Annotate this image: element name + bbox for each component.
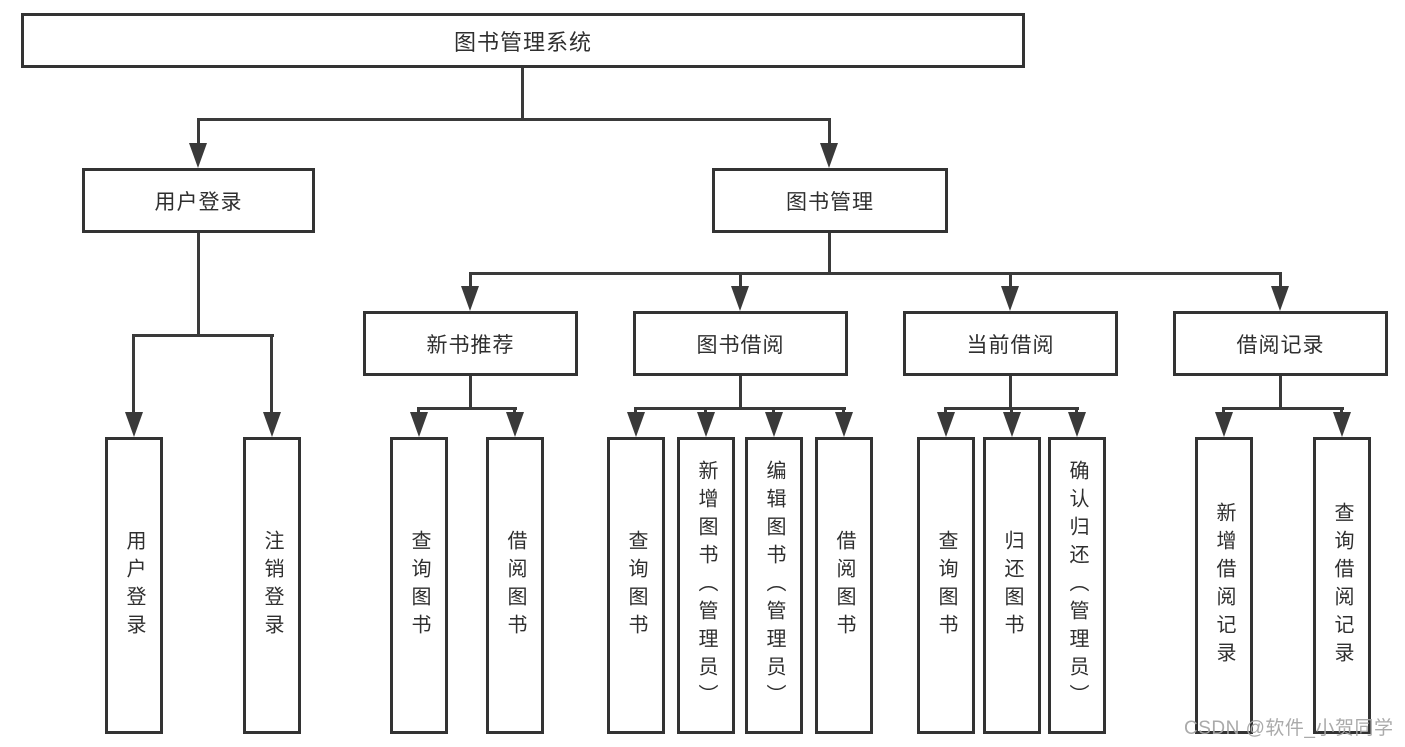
node-label: 图书管理系统 xyxy=(453,29,592,55)
connector-vline xyxy=(1075,407,1078,415)
connector-vline xyxy=(1010,407,1013,415)
connector-vline xyxy=(132,334,135,414)
connector-vline xyxy=(417,407,420,415)
arrowhead-down-icon xyxy=(937,412,955,437)
connector-vline xyxy=(521,66,524,121)
arrowhead-down-icon xyxy=(1003,412,1021,437)
connector-hline xyxy=(634,407,846,410)
node-recommend-borrow-books: 借阅图书 xyxy=(486,437,544,734)
connector-vline xyxy=(1009,374,1012,410)
arrowhead-down-icon xyxy=(835,412,853,437)
connector-vline xyxy=(1279,374,1282,410)
node-borrowing-query-books: 查询图书 xyxy=(607,437,665,734)
arrowhead-down-icon xyxy=(461,286,479,311)
arrowhead-down-icon xyxy=(506,412,524,437)
connector-vline xyxy=(704,407,707,415)
node-recommend-query-books: 查询图书 xyxy=(390,437,448,734)
node-book-borrowing: 图书借阅 xyxy=(633,311,848,376)
arrowhead-down-icon xyxy=(731,286,749,311)
node-label: 图书借阅 xyxy=(696,333,785,357)
node-label: 借阅图书 xyxy=(504,529,526,642)
arrowhead-down-icon xyxy=(1215,412,1233,437)
arrowhead-down-icon xyxy=(765,412,783,437)
node-label: 归还图书 xyxy=(1001,529,1023,642)
node-label: 注销登录 xyxy=(261,529,283,642)
connector-vline xyxy=(1009,272,1012,289)
arrowhead-down-icon xyxy=(410,412,428,437)
arrowhead-down-icon xyxy=(263,412,281,437)
node-edit-books-admin: 编辑图书（管理员） xyxy=(745,437,803,734)
node-label: 图书管理 xyxy=(786,190,874,214)
node-user-login-action: 用户登录 xyxy=(105,437,163,734)
connector-vline xyxy=(1222,407,1225,415)
connector-vline xyxy=(469,272,472,289)
node-label: 当前借阅 xyxy=(966,333,1055,357)
node-label: 借阅记录 xyxy=(1236,333,1325,357)
node-add-books-admin: 新增图书（管理员） xyxy=(677,437,735,734)
connector-vline xyxy=(270,334,273,414)
node-label: 查询图书 xyxy=(625,529,647,642)
node-label: 查询借阅记录 xyxy=(1331,501,1353,670)
connector-vline xyxy=(1340,407,1343,415)
connector-vline xyxy=(634,407,637,415)
node-label: 新增图书（管理员） xyxy=(695,459,717,712)
node-current-borrowing: 当前借阅 xyxy=(903,311,1118,376)
connector-hline xyxy=(469,272,1281,275)
connector-vline xyxy=(944,407,947,415)
node-user-login: 用户登录 xyxy=(82,168,315,233)
node-query-borrow-record: 查询借阅记录 xyxy=(1313,437,1371,734)
connector-vline xyxy=(828,231,831,275)
connector-vline xyxy=(197,231,200,337)
connector-vline xyxy=(828,118,831,146)
node-current-query-books: 查询图书 xyxy=(917,437,975,734)
node-label: 编辑图书（管理员） xyxy=(763,459,785,712)
arrowhead-down-icon xyxy=(627,412,645,437)
node-new-book-recommend: 新书推荐 xyxy=(363,311,578,376)
node-label: 新书推荐 xyxy=(426,333,515,357)
arrowhead-down-icon xyxy=(820,143,838,168)
node-label: 查询图书 xyxy=(408,529,430,642)
node-label: 借阅图书 xyxy=(833,529,855,642)
connector-vline xyxy=(1279,272,1282,289)
connector-hline xyxy=(132,334,274,337)
connector-vline xyxy=(197,118,200,146)
connector-vline xyxy=(469,374,472,410)
connector-vline xyxy=(772,407,775,415)
connector-vline xyxy=(739,374,742,410)
arrowhead-down-icon xyxy=(189,143,207,168)
node-label: 新增借阅记录 xyxy=(1213,501,1235,670)
node-borrowing-records: 借阅记录 xyxy=(1173,311,1388,376)
connector-hline xyxy=(197,118,831,121)
node-add-borrow-record: 新增借阅记录 xyxy=(1195,437,1253,734)
arrowhead-down-icon xyxy=(1068,412,1086,437)
node-borrowing-borrow-books: 借阅图书 xyxy=(815,437,873,734)
arrowhead-down-icon xyxy=(1271,286,1289,311)
node-book-management: 图书管理 xyxy=(712,168,948,233)
node-label: 用户登录 xyxy=(123,529,145,642)
node-logout-action: 注销登录 xyxy=(243,437,301,734)
node-label: 确认归还（管理员） xyxy=(1066,459,1088,712)
connector-hline xyxy=(417,407,517,410)
csdn-watermark: CSDN @软件_小贺同学 xyxy=(1184,718,1394,739)
connector-vline xyxy=(513,407,516,415)
node-library-management-system: 图书管理系统 xyxy=(21,13,1025,68)
connector-vline xyxy=(842,407,845,415)
arrowhead-down-icon xyxy=(697,412,715,437)
node-label: 用户登录 xyxy=(154,190,243,214)
arrowhead-down-icon xyxy=(1333,412,1351,437)
node-confirm-return-admin: 确认归还（管理员） xyxy=(1048,437,1106,734)
node-label: 查询图书 xyxy=(935,529,957,642)
node-return-books: 归还图书 xyxy=(983,437,1041,734)
arrowhead-down-icon xyxy=(125,412,143,437)
connector-vline xyxy=(739,272,742,289)
arrowhead-down-icon xyxy=(1001,286,1019,311)
connector-hline xyxy=(1222,407,1344,410)
